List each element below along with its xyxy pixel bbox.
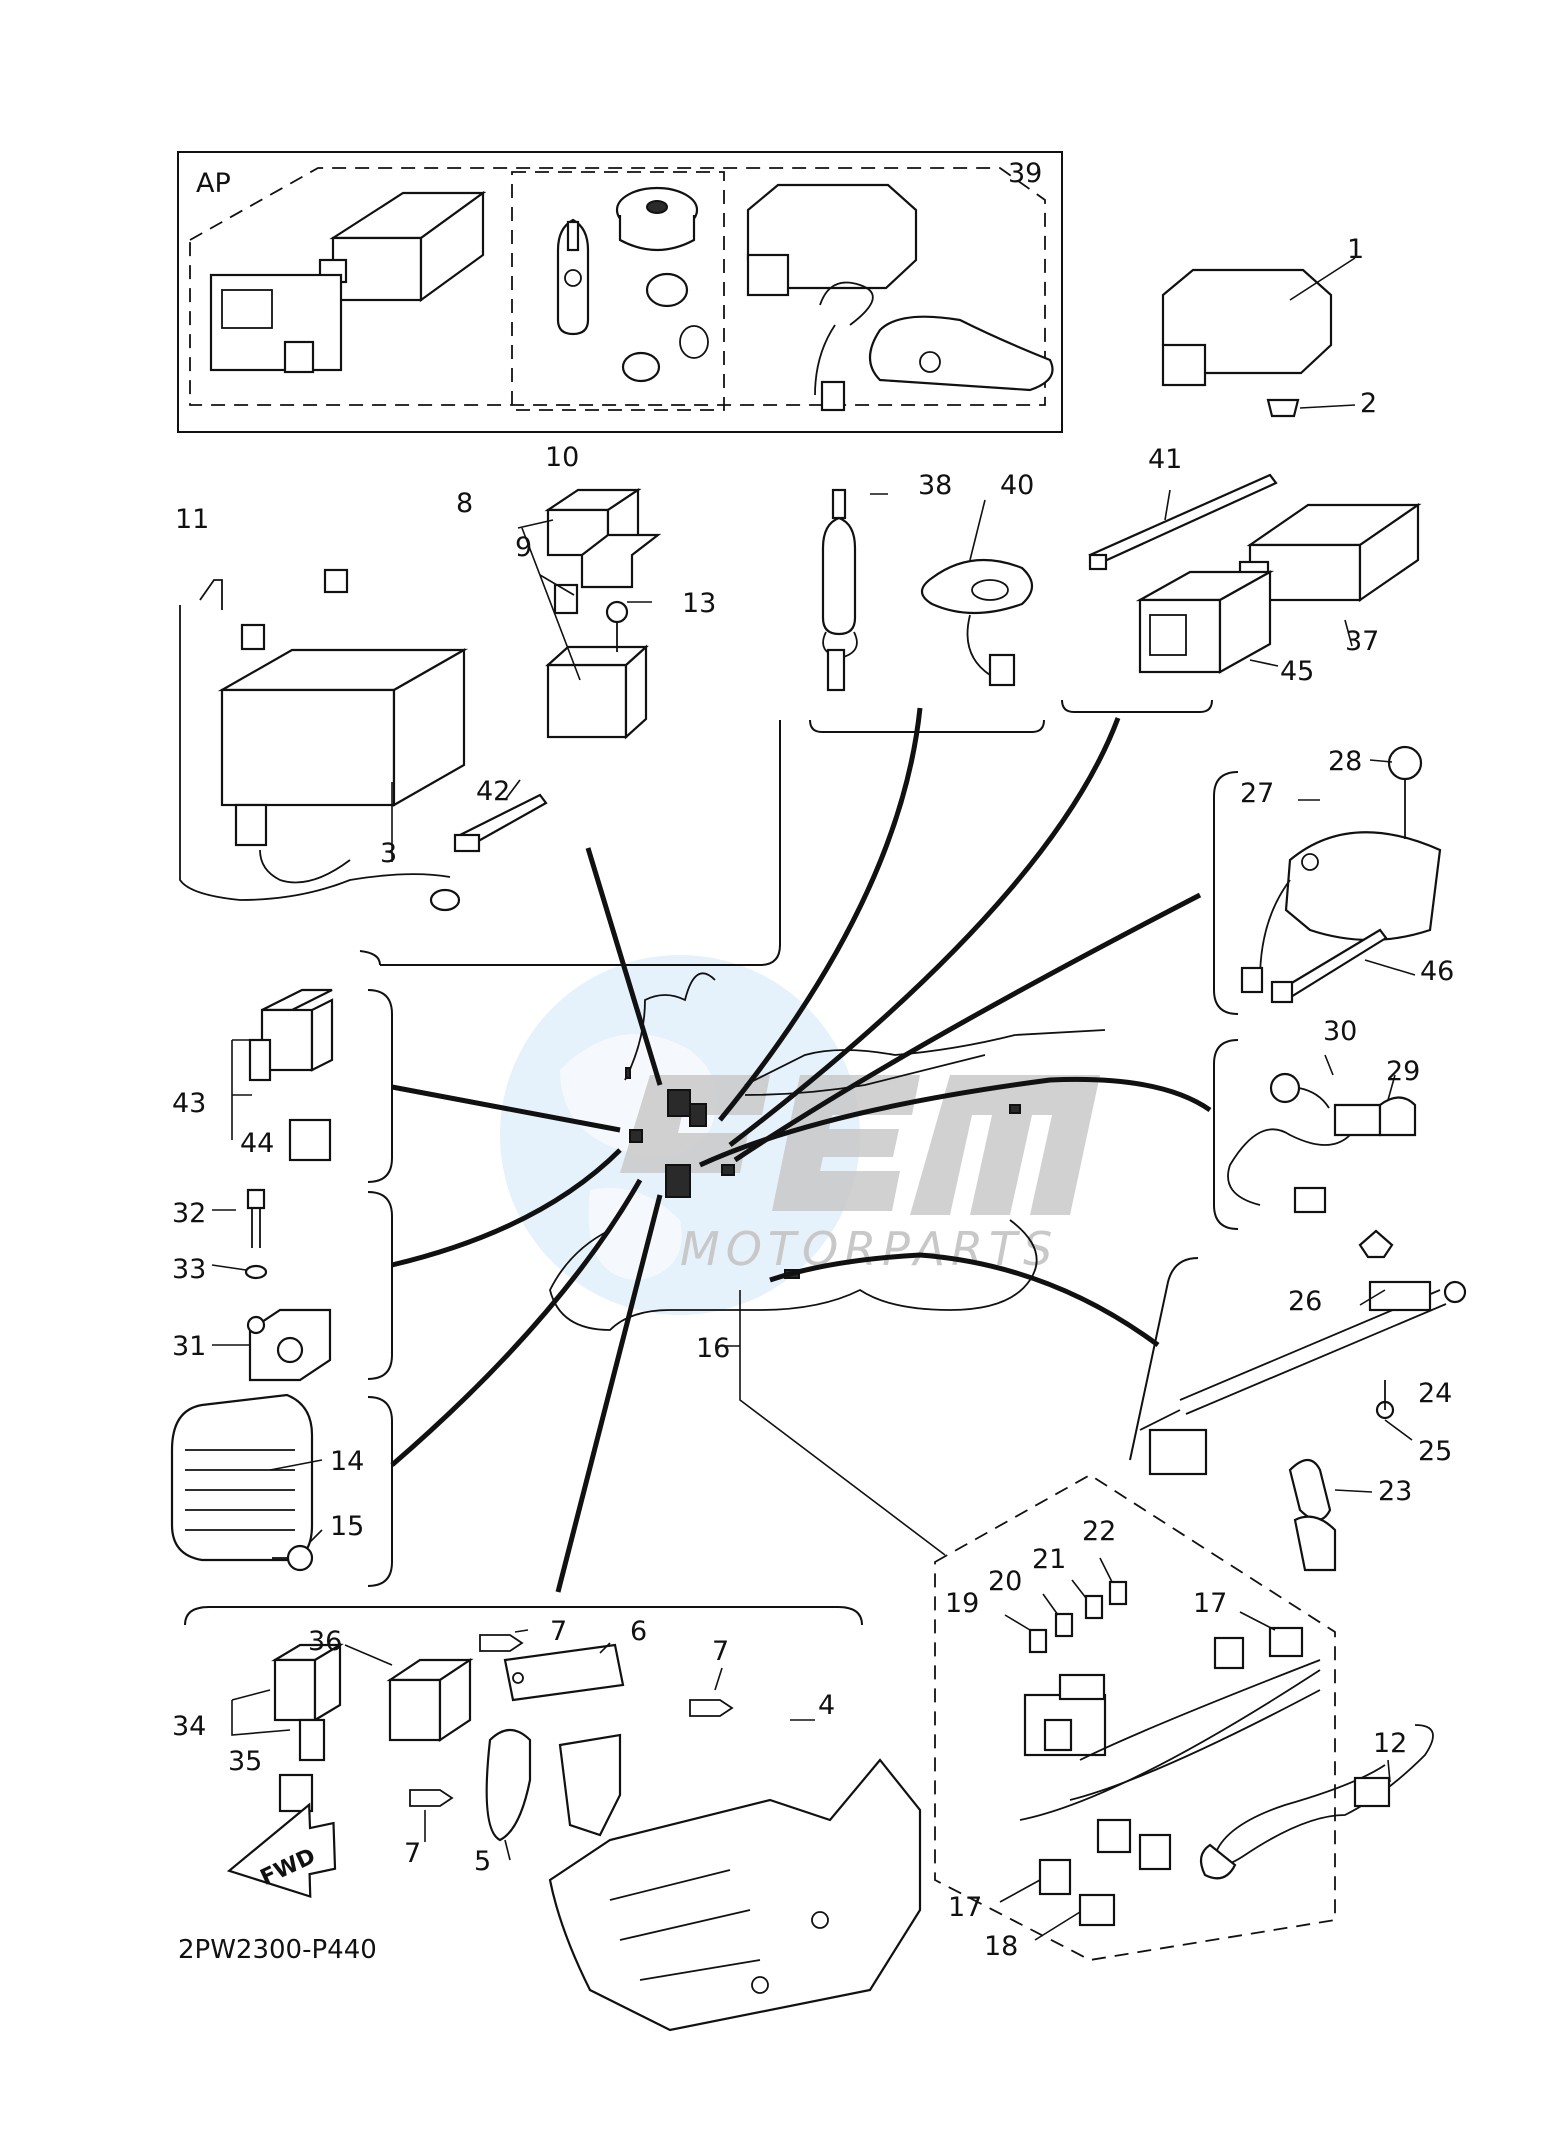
- callout-1: 1: [1347, 234, 1364, 265]
- callout-33: 33: [172, 1254, 206, 1285]
- callout-35: 35: [228, 1746, 262, 1777]
- main-wire-harness: [549, 972, 1106, 1331]
- callout-13: 13: [682, 588, 716, 619]
- callout-14: 14: [330, 1446, 364, 1477]
- callout-27: 27: [1240, 778, 1274, 809]
- callout-5: 5: [474, 1846, 491, 1877]
- ecu-unit: [1161, 257, 1356, 418]
- fuse-box-group: [934, 1473, 1336, 1961]
- callout-16: 16: [696, 1333, 730, 1364]
- callout-24: 24: [1418, 1378, 1452, 1409]
- callout-26: 26: [1288, 1286, 1322, 1317]
- callout-23: 23: [1378, 1476, 1412, 1507]
- callout-41: 41: [1148, 444, 1182, 475]
- callout-8: 8: [456, 488, 473, 519]
- callout-11: 11: [175, 504, 209, 535]
- callout-7b: 7: [712, 1636, 729, 1667]
- relay-group: [517, 487, 662, 740]
- callout-4: 4: [818, 1690, 835, 1721]
- harness-leaders: [390, 707, 1212, 1593]
- callout-7a: 7: [550, 1616, 567, 1647]
- ap-ecu-box: [209, 190, 487, 374]
- callout-36: 36: [308, 1626, 342, 1657]
- callout-9: 9: [515, 532, 532, 563]
- callout-25: 25: [1418, 1436, 1452, 1467]
- callout-22: 22: [1082, 1516, 1116, 1547]
- callout-39: 39: [1008, 158, 1042, 189]
- relay-group-43: [231, 988, 393, 1183]
- callout-29: 29: [1386, 1056, 1420, 1087]
- callout-20: 20: [988, 1566, 1022, 1597]
- callout-19: 19: [945, 1588, 979, 1619]
- callout-28: 28: [1328, 746, 1362, 777]
- callout-31: 31: [172, 1331, 206, 1362]
- callout-17b: 17: [948, 1892, 982, 1923]
- callout-3: 3: [380, 838, 397, 869]
- callout-12: 12: [1373, 1728, 1407, 1759]
- sensor-group-27: [1213, 745, 1442, 1015]
- sensor-12: [1199, 1724, 1434, 1880]
- callout-17a: 17: [1193, 1588, 1227, 1619]
- battery-group: [179, 568, 781, 966]
- bracket-group: [184, 1606, 922, 2032]
- callout-40: 40: [1000, 470, 1034, 501]
- callout-21: 21: [1032, 1544, 1066, 1575]
- sensor-group-29: [1213, 1039, 1417, 1230]
- callout-42: 42: [476, 776, 510, 807]
- callout-37: 37: [1345, 626, 1379, 657]
- ap-key-set: [556, 186, 709, 383]
- rectifier-group: [170, 1393, 393, 1587]
- callout-44: 44: [240, 1128, 274, 1159]
- callout-7c: 7: [404, 1838, 421, 1869]
- sensor-group-24: [1129, 1229, 1467, 1572]
- callout-numbers: 1 2 3 4 5 6 7 7 7 8 9 10 11 12 13 14 15 …: [172, 158, 1454, 1962]
- ap-label: AP: [196, 168, 231, 199]
- key-sensor-group: [809, 488, 1045, 733]
- callout-32: 32: [172, 1198, 206, 1229]
- callout-2: 2: [1360, 388, 1377, 419]
- ap-ecu-sensor: [746, 183, 1054, 412]
- callout-6: 6: [630, 1616, 647, 1647]
- callout-30: 30: [1323, 1016, 1357, 1047]
- callout-43: 43: [172, 1088, 206, 1119]
- callout-34: 34: [172, 1711, 206, 1742]
- callout-45: 45: [1280, 656, 1314, 687]
- callout-15: 15: [330, 1511, 364, 1542]
- control-unit-group: [1061, 473, 1422, 713]
- drawing-code: 2PW2300-P440: [178, 1935, 377, 1965]
- ap-accessory-group: AP: [177, 151, 1063, 433]
- callout-18: 18: [984, 1931, 1018, 1962]
- fwd-arrow: FWD: [226, 1802, 337, 1899]
- callout-46: 46: [1420, 956, 1454, 987]
- callout-10: 10: [545, 442, 579, 473]
- callout-38: 38: [918, 470, 952, 501]
- sensor-group-31: [211, 1188, 393, 1382]
